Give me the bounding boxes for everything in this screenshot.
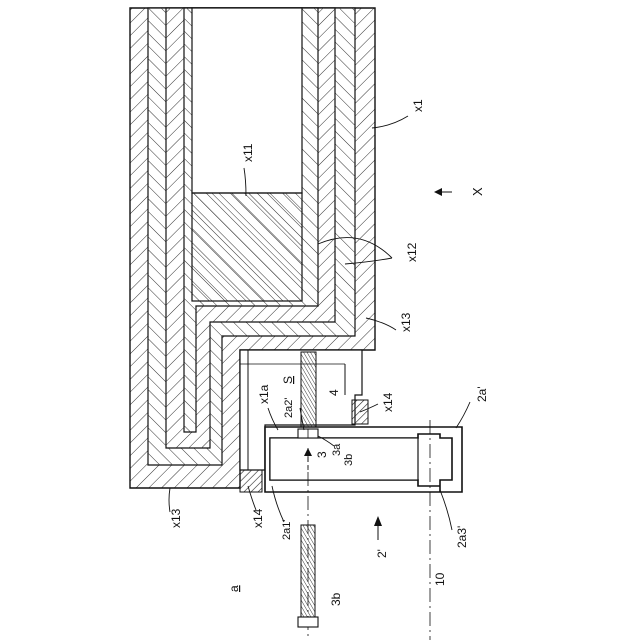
filler-x11 xyxy=(192,193,302,301)
label-10: 10 xyxy=(433,572,447,586)
leader-2a xyxy=(456,402,470,428)
label-x13-left: x13 xyxy=(169,508,183,528)
gasket-left xyxy=(240,470,262,492)
label-X: X xyxy=(470,187,485,196)
label-x11: x11 xyxy=(241,143,255,162)
label-S: S xyxy=(281,376,295,384)
label-x1: x1 xyxy=(411,99,425,112)
label-4: 4 xyxy=(327,389,341,396)
x-arrow-head xyxy=(434,188,442,196)
label-3: 3 xyxy=(315,451,329,458)
label-a: a xyxy=(227,585,241,592)
label-2: 2' xyxy=(375,549,389,558)
label-3a: 3a xyxy=(331,443,343,456)
hollow-slot xyxy=(192,8,302,193)
leader-x13-left xyxy=(169,488,170,512)
label-2a1: 2a1' xyxy=(281,520,293,540)
label-x12: x12 xyxy=(405,242,419,262)
label-x1a: x1a xyxy=(257,384,271,404)
leader-x1 xyxy=(372,116,408,128)
label-3b-upper: 3b xyxy=(343,454,355,466)
label-3b-lower: 3b xyxy=(329,592,343,606)
lower-bolt-thread xyxy=(301,525,315,617)
lower-bolt-head xyxy=(298,617,318,627)
leader-2a3 xyxy=(440,490,452,530)
label-x14-left: x14 xyxy=(251,508,265,528)
label-2a2: 2a2' xyxy=(283,398,295,418)
label-x13-right: x13 xyxy=(399,312,413,332)
label-2a3: 2a3' xyxy=(455,526,469,548)
label-2a: 2a' xyxy=(475,386,489,402)
frame-arrow-head xyxy=(374,516,382,526)
label-x14-right: x14 xyxy=(381,392,395,412)
threaded-rod xyxy=(301,352,316,430)
